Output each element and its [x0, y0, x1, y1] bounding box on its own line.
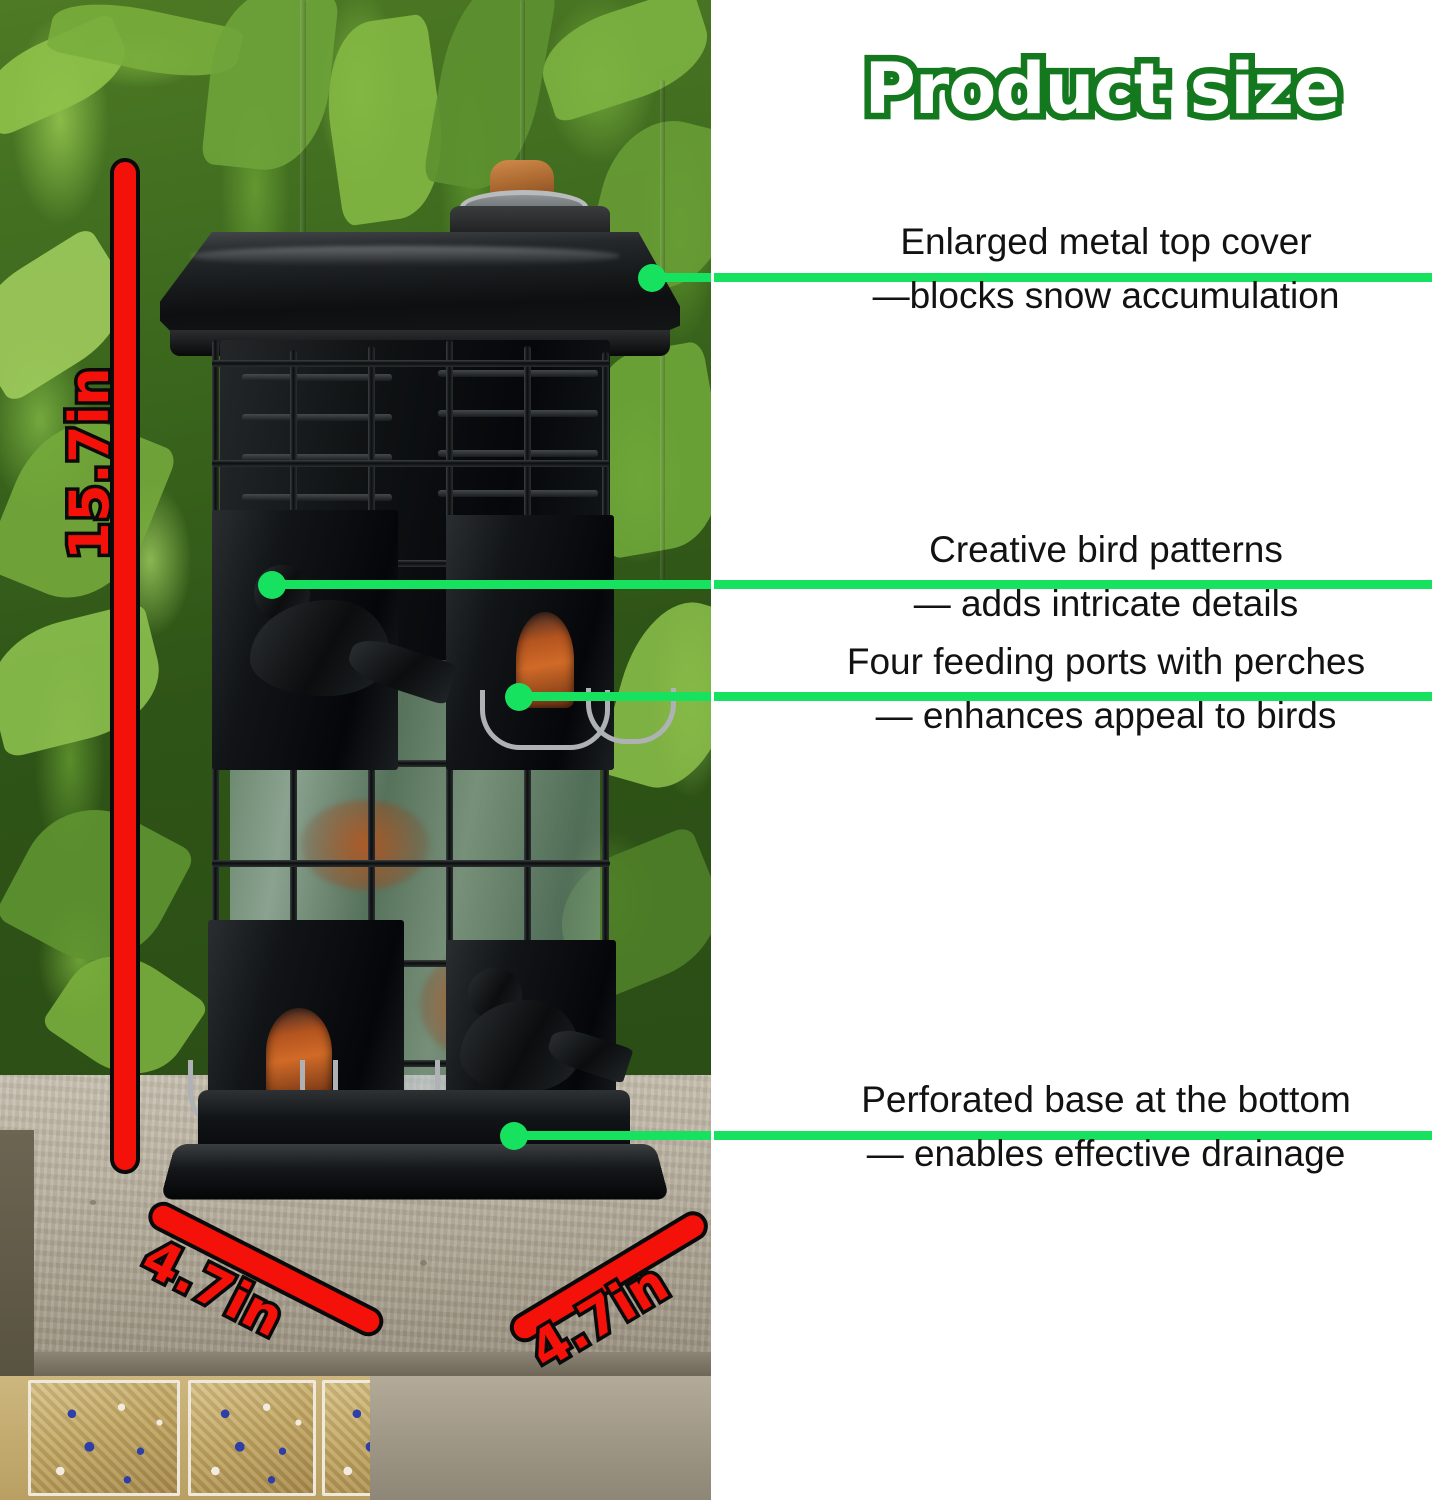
- cage-wire-horizontal: [212, 960, 610, 967]
- ledge-speck: [90, 1200, 96, 1205]
- callout-line-secondary: — enhances appeal to birds: [875, 694, 1337, 736]
- ledge-speck: [420, 1260, 427, 1266]
- callout-top-cover: Enlarged metal top cover —blocks snow ac…: [780, 222, 1432, 316]
- page-title: Product size: [858, 42, 1347, 137]
- leader-line-feeding-ports: [517, 692, 1432, 701]
- cage-wire-horizontal: [212, 360, 610, 367]
- leader-line-perforated-base: [512, 1131, 1432, 1140]
- cage-wire-horizontal: [212, 860, 610, 867]
- base-footplate: [160, 1144, 670, 1200]
- callout-line-primary: Enlarged metal top cover: [900, 221, 1312, 262]
- decorative-tile-band: [0, 1376, 370, 1500]
- plant-stalk: [300, 0, 306, 420]
- louver-slat: [438, 410, 598, 417]
- height-dimension-label: 15.7in: [55, 363, 125, 563]
- ledge-speck: [240, 1320, 248, 1326]
- leader-line-bird-patterns: [270, 580, 1432, 589]
- ceramic-tile: [322, 1380, 370, 1496]
- callout-line-primary: Four feeding ports with perches: [846, 641, 1366, 682]
- callout-line-secondary: — adds intricate details: [913, 582, 1299, 624]
- callout-line-secondary: — enables effective drainage: [866, 1132, 1346, 1174]
- product-photo: 15.7in 4.7in 4.7in: [0, 0, 713, 1500]
- louver-slat: [242, 454, 392, 461]
- louver-slat: [242, 374, 392, 381]
- leader-dot-feeding-ports: [505, 683, 533, 711]
- seed-visible: [300, 800, 430, 890]
- leader-dot-bird-patterns: [258, 571, 286, 599]
- leader-line-top-cover: [650, 273, 1432, 282]
- louver-slat: [242, 494, 392, 501]
- louver-slat: [438, 370, 598, 377]
- louver-slat: [242, 414, 392, 421]
- callout-line-primary: Creative bird patterns: [929, 529, 1283, 570]
- callout-bird-patterns: Creative bird patterns — adds intricate …: [780, 530, 1432, 624]
- bird-feeder: [150, 160, 710, 1260]
- panel-divider: [711, 0, 714, 1500]
- callout-line-primary: Perforated base at the bottom: [861, 1079, 1351, 1120]
- roof-highlight: [190, 246, 620, 266]
- wall-segment: [0, 1130, 34, 1390]
- leader-dot-perforated-base: [500, 1122, 528, 1150]
- ledge-front-edge: [0, 1352, 713, 1376]
- louver-slat: [438, 490, 598, 497]
- height-dimension-bar: [110, 158, 140, 1174]
- ceramic-tile: [188, 1380, 316, 1496]
- ceramic-tile: [28, 1380, 180, 1496]
- louver-slat: [438, 450, 598, 457]
- callout-line-secondary: —blocks snow accumulation: [872, 274, 1340, 316]
- cage-wire-horizontal: [212, 560, 610, 567]
- leader-dot-top-cover: [638, 264, 666, 292]
- cage-wire-horizontal: [212, 760, 610, 767]
- callout-perforated-base: Perforated base at the bottom — enables …: [780, 1080, 1432, 1174]
- cage-wire-horizontal: [212, 460, 610, 467]
- callout-feeding-ports: Four feeding ports with perches — enhanc…: [780, 642, 1432, 736]
- perch-upper-far-right: [586, 688, 676, 744]
